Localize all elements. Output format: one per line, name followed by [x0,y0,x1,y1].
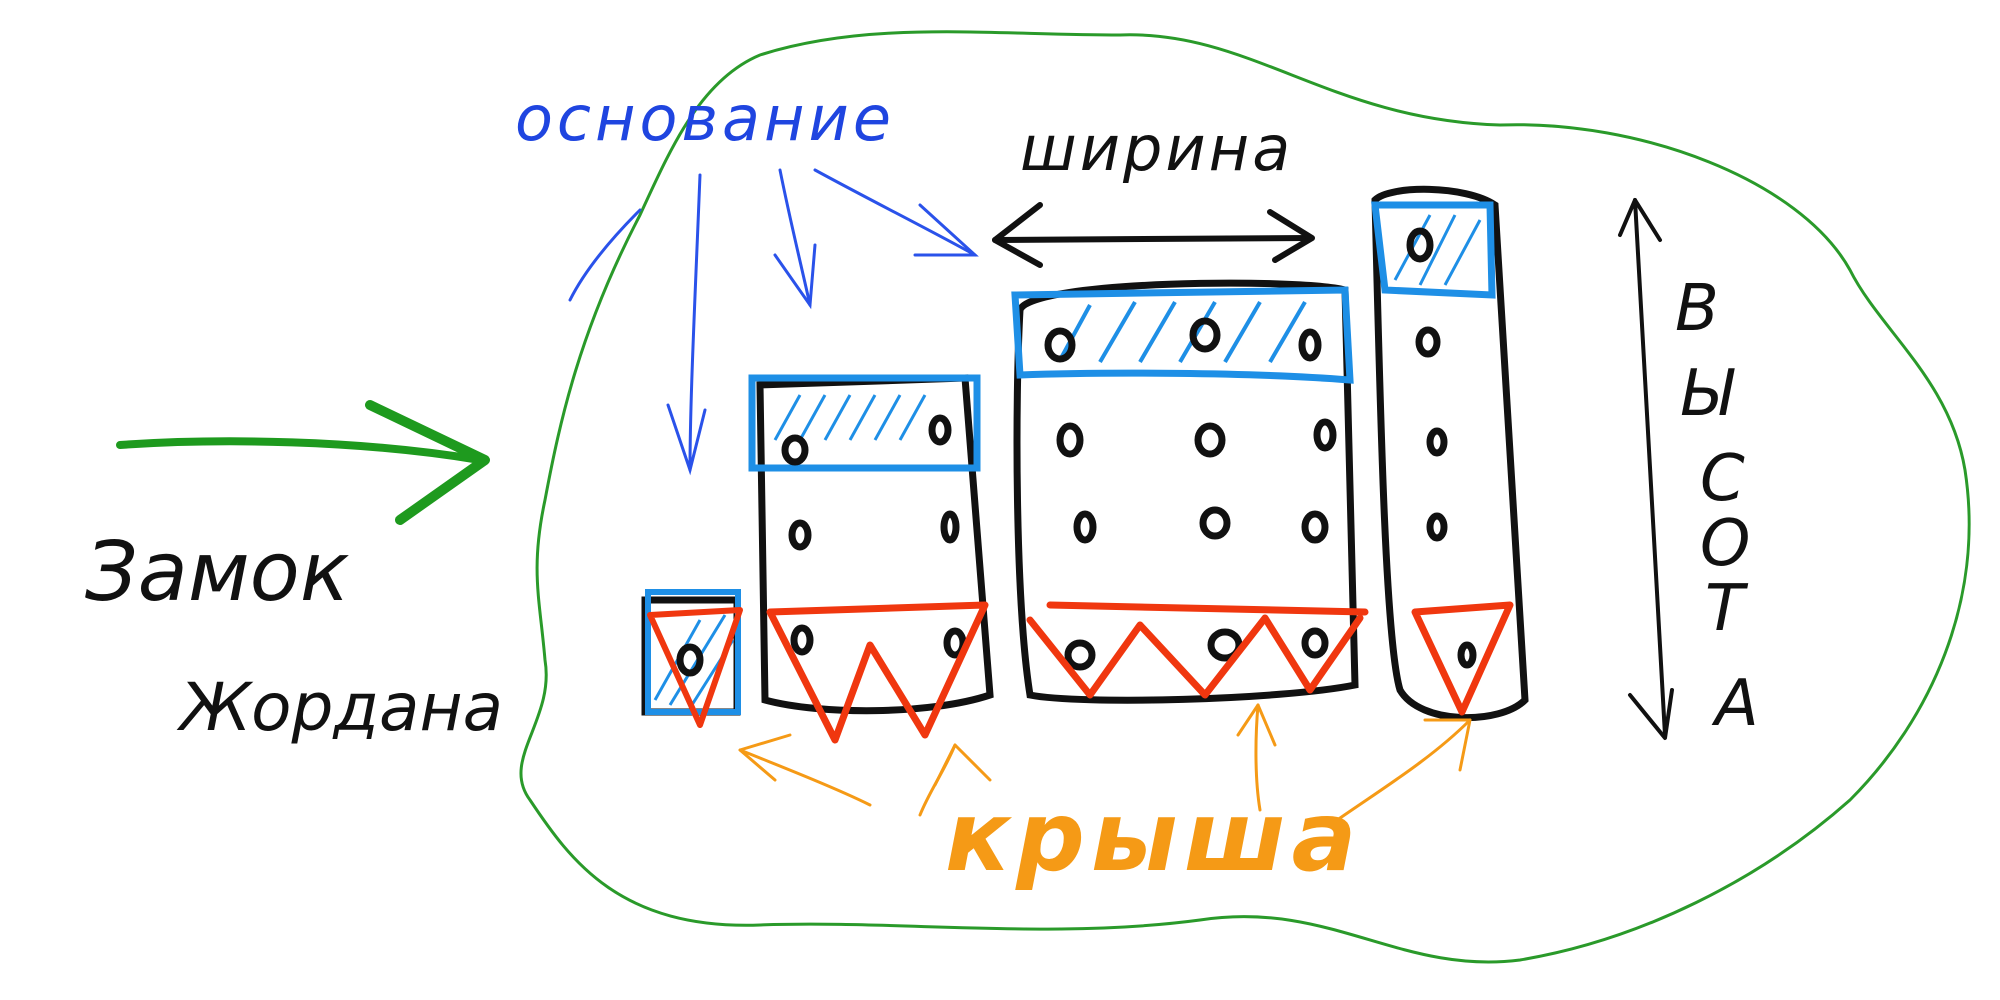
svg-text:Т: Т [1705,572,1749,646]
svg-text:В: В [1675,272,1719,346]
svg-text:Ы: Ы [1680,357,1735,431]
title-line1: Замок [85,525,349,620]
svg-text:О: О [1700,507,1750,581]
svg-text:А: А [1711,667,1759,741]
cloud-outline [519,30,1971,964]
roof-arrows [738,703,1472,827]
block-small [641,589,743,728]
width-arrow-icon [992,202,1315,268]
base-label: основание [515,82,895,155]
base-arrows [568,168,979,476]
title-line2: Жордана [176,669,503,746]
block-medium [748,374,994,744]
block-tall [1371,185,1529,722]
height-label: В Ы С О Т А [1675,272,1759,741]
green-arrow-icon [116,400,490,525]
height-arrow-icon [1618,198,1674,740]
roof-label: крыша [945,781,1362,893]
svg-text:С: С [1700,442,1745,516]
width-label: ширина [1020,112,1293,185]
block-large [1011,279,1369,704]
